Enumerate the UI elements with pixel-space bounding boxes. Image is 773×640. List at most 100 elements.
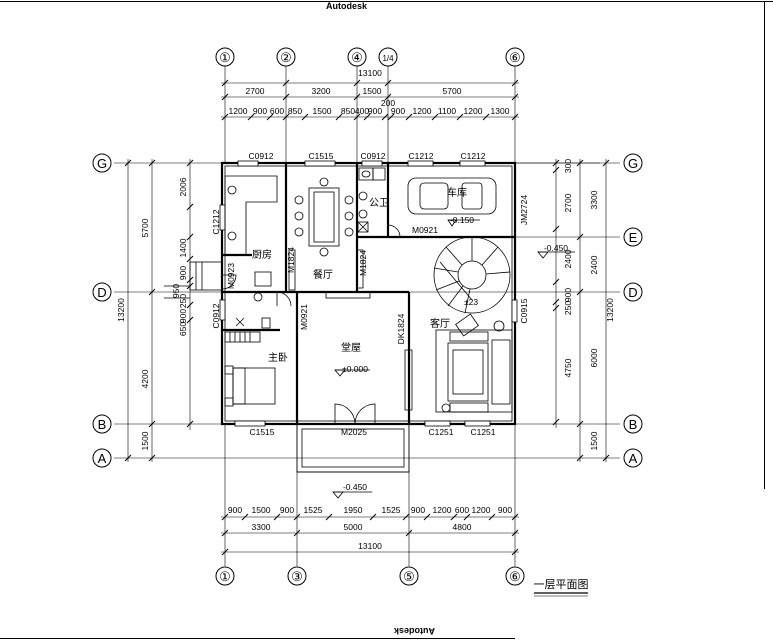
side-entry	[164, 261, 223, 299]
dim-top-r2: 850	[341, 106, 355, 116]
axis-label-bottom: ③	[291, 569, 303, 584]
dim-top-r2: 900	[253, 106, 267, 116]
dim-bottom-r1: 1525	[304, 505, 323, 515]
axis-label-bottom: ⑥	[509, 569, 521, 584]
dim-right-inner: 900	[563, 288, 573, 302]
bottom-frame-line	[0, 638, 515, 639]
door-label: M0923	[226, 263, 236, 289]
axis-label-left: D	[97, 285, 106, 300]
watermark-top: Autodesk	[326, 1, 368, 11]
window-label: C0912	[248, 151, 273, 161]
axis-bubbles-right: G E D B A	[623, 153, 643, 468]
window-label: C1212	[211, 209, 221, 234]
axis-label-left: A	[98, 451, 107, 466]
right-frame-line	[764, 1, 765, 489]
dim-top-r1: 1500	[363, 86, 382, 96]
door-label: M2025	[341, 427, 367, 437]
wc-fixtures	[357, 167, 386, 233]
dim-top-r2: 200	[381, 98, 395, 108]
level-label-stair: ±23	[464, 297, 478, 307]
axis-bubbles-left: G D B A	[92, 153, 112, 468]
dim-right-inner: 250	[563, 301, 573, 315]
top-dimensions: 13100 2700 3200 1500 5700 1200 900 600 8…	[229, 68, 510, 116]
axis-label-top: ②	[280, 50, 292, 65]
dim-bottom-r1: 900	[411, 505, 425, 515]
dim-top-r2: 400	[355, 106, 369, 116]
room-label-hall: 堂屋	[341, 342, 361, 354]
dim-left-inner: 2006	[178, 177, 188, 196]
door-label: JM2724	[519, 195, 529, 226]
dim-top-r2: 1200	[229, 106, 248, 116]
door-label: M0921	[412, 225, 438, 235]
room-label-living: 客厅	[430, 317, 450, 330]
axis-label-bottom: ⑤	[403, 569, 415, 584]
dim-right-outer: 13200	[605, 298, 615, 322]
level-label-hall: ±0.000	[342, 364, 368, 374]
dim-bottom-r1: 600	[455, 505, 469, 515]
dim-right-mid: 3300	[589, 190, 599, 209]
window-label: C1515	[308, 151, 333, 161]
door-label: M1824	[358, 250, 368, 276]
door-label: M0921	[299, 304, 309, 330]
dim-right-inner: 2700	[563, 193, 573, 212]
dim-bottom-r1: 900	[228, 505, 242, 515]
kitchen-counter	[224, 175, 278, 287]
spiral-stair	[433, 236, 511, 314]
dim-left-inner: 650	[178, 322, 188, 336]
dim-top-r2: 1500	[313, 106, 332, 116]
dim-top-r2: 1300	[491, 106, 510, 116]
dining-table	[294, 177, 354, 257]
dim-bottom-r1: 1950	[344, 505, 363, 515]
drawing-title-block: 一层平面图	[534, 578, 589, 597]
dim-left-inner: 950	[171, 284, 181, 298]
room-label-dining: 餐厅	[313, 268, 333, 281]
dim-right-inner: 300	[563, 159, 573, 173]
dim-left-outer: 13200	[116, 298, 126, 322]
dim-bottom-r1: 1525	[382, 505, 401, 515]
axis-label-right: D	[628, 285, 637, 300]
dim-left-inner: 900	[178, 309, 188, 323]
dim-left-inner: 1400	[178, 238, 188, 257]
porch	[296, 423, 410, 473]
drawing-title: 一层平面图	[534, 578, 589, 591]
dimension-ticks	[124, 79, 610, 556]
dim-right-mid: 6000	[589, 348, 599, 367]
dim-top-r2: 850	[288, 106, 302, 116]
dim-bottom-r1: 1500	[252, 505, 271, 515]
room-label-bedroom: 主卧	[268, 351, 288, 364]
dim-left-mid: 1500	[140, 431, 150, 450]
axis-label-bottom: ①	[219, 569, 231, 584]
dim-left-mid: 4200	[140, 369, 150, 388]
bedroom-bed	[224, 292, 276, 407]
car-icon	[407, 177, 497, 215]
axis-label-right: A	[629, 451, 638, 466]
dim-top-r2: 1200	[464, 106, 483, 116]
dim-bottom-r1: 900	[280, 505, 294, 515]
door-labels: JM2724 M0921 M0923 M1824 M1824 M0921 DK1…	[226, 195, 529, 437]
room-label-wc: 公卫	[369, 198, 389, 209]
dim-right-inner: 2400	[563, 249, 573, 268]
dim-left-inner: 900	[178, 266, 188, 280]
axis-label-left: G	[97, 156, 107, 171]
window-label: C1251	[470, 427, 495, 437]
window-label: C1515	[249, 427, 274, 437]
window-label: C0912	[211, 303, 221, 328]
dim-bottom-r2: 4800	[453, 522, 472, 532]
axis-label-left: B	[98, 417, 107, 432]
window-label: C0912	[360, 151, 385, 161]
level-label-garage: -0.150	[450, 215, 474, 225]
dim-bottom-r1: 1200	[472, 505, 491, 515]
dim-bottom-r1: 900	[498, 505, 512, 515]
window-markers	[219, 160, 518, 427]
dim-top-r2: 1100	[438, 106, 457, 116]
dim-right-mid: 1500	[589, 431, 599, 450]
dim-top-r2: 600	[270, 106, 284, 116]
window-label: C1212	[408, 151, 433, 161]
dim-top-r1: 2700	[246, 86, 265, 96]
dim-top-r2: 900	[391, 106, 405, 116]
dim-bottom-r2: 5000	[344, 522, 363, 532]
dim-top-total: 13100	[358, 68, 382, 78]
axis-label-top: ①	[219, 50, 231, 65]
window-label: C1251	[428, 427, 453, 437]
